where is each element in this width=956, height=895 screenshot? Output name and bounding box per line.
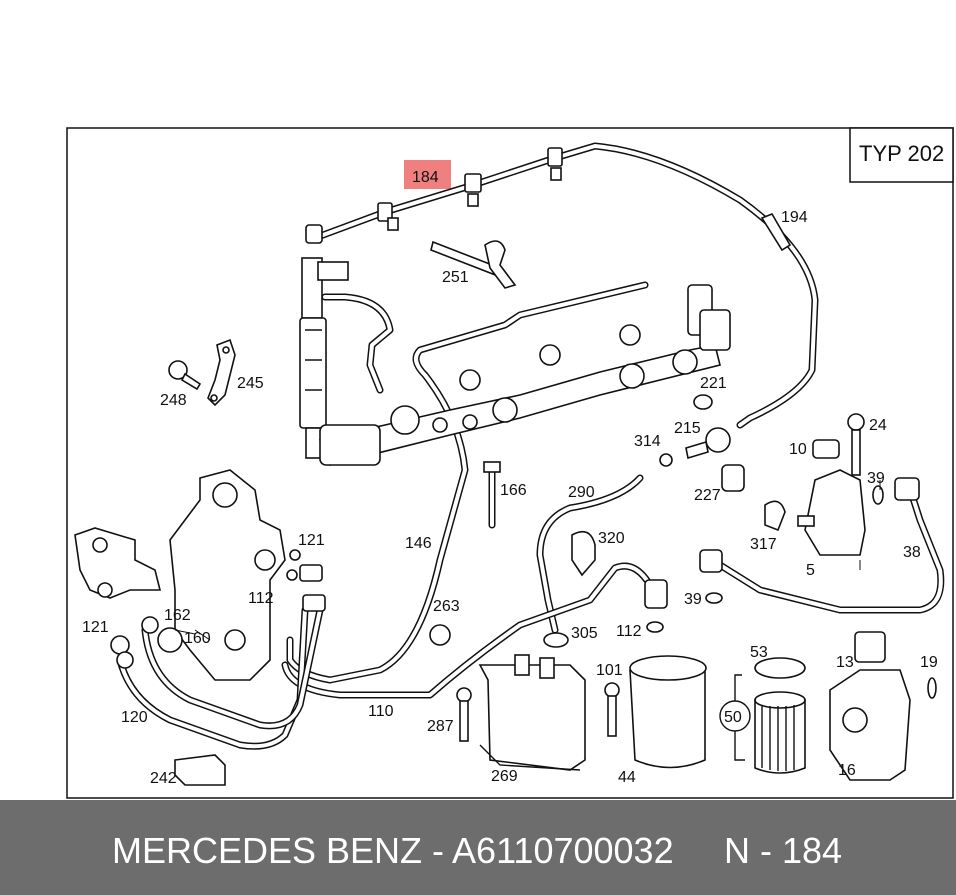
callout-44[interactable]: 44 bbox=[618, 769, 636, 786]
footer-reference: N - 184 bbox=[724, 830, 843, 871]
parts-diagram: TYP 202 bbox=[66, 127, 954, 799]
callout-120[interactable]: 120 bbox=[121, 709, 148, 726]
callout-121a[interactable]: 121 bbox=[298, 532, 325, 549]
callout-314[interactable]: 314 bbox=[634, 433, 661, 450]
callout-5[interactable]: 5 bbox=[806, 562, 815, 579]
callout-269[interactable]: 269 bbox=[491, 768, 518, 785]
footer-part-number: MERCEDES BENZ - A6110700032 bbox=[112, 830, 674, 871]
callout-121b[interactable]: 121 bbox=[82, 619, 109, 636]
callout-287[interactable]: 287 bbox=[427, 718, 454, 735]
callout-215[interactable]: 215 bbox=[674, 420, 701, 437]
diagram-frame bbox=[66, 127, 954, 799]
small-parts bbox=[168, 213, 937, 786]
callout-242[interactable]: 242 bbox=[150, 770, 177, 787]
callout-112a[interactable]: 112 bbox=[248, 590, 274, 607]
leader-lines bbox=[174, 480, 881, 641]
callout-245[interactable]: 245 bbox=[237, 375, 264, 392]
high-pressure-pump bbox=[74, 469, 326, 681]
callout-263[interactable]: 263 bbox=[433, 598, 460, 615]
callout-194[interactable]: 194 bbox=[781, 209, 808, 226]
callout-112b[interactable]: 112 bbox=[616, 623, 642, 640]
callout-110[interactable]: 110 bbox=[368, 703, 394, 720]
callout-160[interactable]: 160 bbox=[184, 630, 211, 647]
callout-166[interactable]: 166 bbox=[500, 482, 527, 499]
callouts: 184 194 251 245 248 221 215 314 24 10 39… bbox=[82, 169, 938, 787]
callout-317[interactable]: 317 bbox=[750, 536, 777, 553]
callout-101[interactable]: 101 bbox=[596, 662, 623, 679]
callout-227[interactable]: 227 bbox=[694, 487, 721, 504]
callout-10[interactable]: 10 bbox=[789, 441, 807, 458]
callout-305[interactable]: 305 bbox=[571, 625, 598, 642]
fuel-rail bbox=[318, 284, 731, 466]
return-line-connectors bbox=[305, 147, 563, 244]
callout-50-circled: 50 bbox=[724, 709, 742, 726]
callout-320[interactable]: 320 bbox=[598, 530, 625, 547]
callout-184[interactable]: 184 bbox=[412, 169, 439, 186]
callout-39a[interactable]: 39 bbox=[867, 470, 885, 487]
callout-53[interactable]: 53 bbox=[750, 644, 768, 661]
callout-13[interactable]: 13 bbox=[836, 654, 854, 671]
callout-290[interactable]: 290 bbox=[568, 484, 595, 501]
callout-251[interactable]: 251 bbox=[442, 269, 469, 286]
callout-16[interactable]: 16 bbox=[838, 762, 856, 779]
callout-19[interactable]: 19 bbox=[920, 654, 938, 671]
callout-24[interactable]: 24 bbox=[869, 417, 887, 434]
callout-146[interactable]: 146 bbox=[405, 535, 432, 552]
callout-39b[interactable]: 39 bbox=[684, 591, 702, 608]
callout-248[interactable]: 248 bbox=[160, 392, 187, 409]
type-label: TYP 202 bbox=[859, 141, 944, 166]
callout-162[interactable]: 162 bbox=[164, 607, 191, 624]
footer-bar: MERCEDES BENZ - A6110700032 N - 184 bbox=[0, 800, 956, 895]
callout-221[interactable]: 221 bbox=[700, 375, 727, 392]
highlight-184 bbox=[404, 160, 451, 189]
injector bbox=[299, 257, 349, 459]
type-box bbox=[849, 127, 954, 183]
callout-38[interactable]: 38 bbox=[903, 544, 921, 561]
